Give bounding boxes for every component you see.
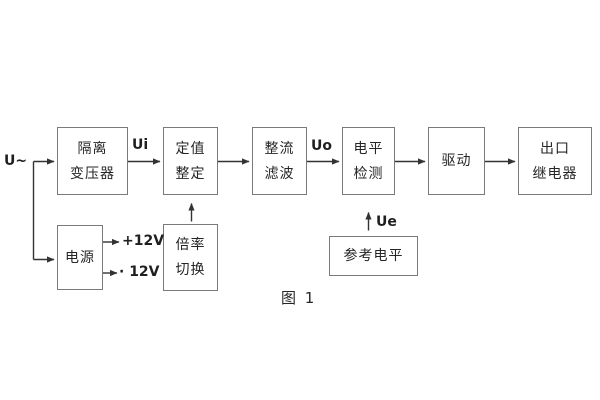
block-label: 隔离 xyxy=(77,140,108,157)
block-label: 出口 xyxy=(540,140,570,157)
input-signal-label: U~ xyxy=(4,153,28,169)
rail-plus12v-label: +12V xyxy=(122,233,165,249)
block-reference-level: 参考电平 xyxy=(329,236,418,276)
block-label: 电源 xyxy=(65,249,95,266)
block-label: 切换 xyxy=(175,262,206,278)
rail-minus12v-label: · 12V xyxy=(119,264,160,280)
ue-signal-label: Ue xyxy=(376,214,397,230)
block-output-relay: 出口 继电器 xyxy=(518,127,592,195)
block-label: 参考电平 xyxy=(343,248,404,264)
block-isolation-transformer: 隔离 变压器 xyxy=(57,127,128,195)
block-rectifier-filter: 整流 滤波 xyxy=(252,127,307,195)
block-power-supply: 电源 xyxy=(57,225,103,290)
block-ratio-switch: 倍率 切换 xyxy=(163,224,218,291)
block-label: 倍率 xyxy=(175,237,206,253)
ui-signal-label: Ui xyxy=(132,137,149,153)
block-label: 整定 xyxy=(175,165,206,182)
block-setpoint-setting: 定值 整定 xyxy=(163,127,218,195)
block-label: 变压器 xyxy=(70,165,115,182)
block-level-detector: 电平 检测 xyxy=(342,127,395,195)
figure-caption: 图 1 xyxy=(281,289,317,307)
block-label: 整流 xyxy=(264,140,295,157)
block-label: 电平 xyxy=(353,140,384,157)
block-label: 定值 xyxy=(175,140,206,157)
block-driver: 驱动 xyxy=(428,127,485,195)
block-label: 检测 xyxy=(353,165,384,182)
block-label: 滤波 xyxy=(264,165,295,182)
block-label: 继电器 xyxy=(532,165,578,182)
block-label: 驱动 xyxy=(441,153,472,169)
uo-signal-label: Uo xyxy=(311,138,332,154)
